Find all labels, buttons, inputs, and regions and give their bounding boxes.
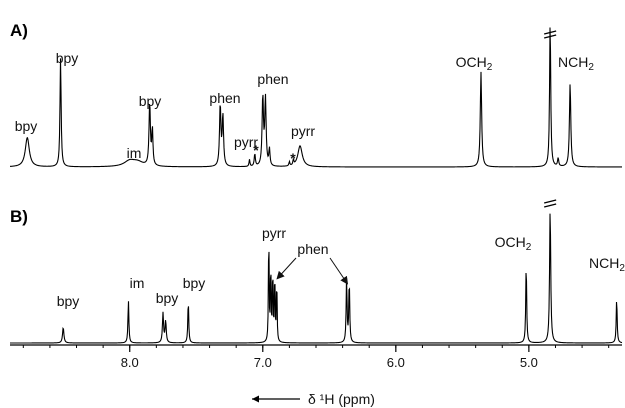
peak-annotation-1: bpy [56,50,79,66]
peak-annotation-0: bpy [57,293,80,309]
x-tick-label-2: 6.0 [387,355,405,370]
panel-label: A) [10,21,28,40]
truncation-mark [543,199,557,208]
panel-label: B) [10,207,28,226]
peak-annotation-5: pyrr [234,134,258,150]
peak-annotation-6: OCH2 [495,234,532,253]
peak-annotation-7: phen [257,71,288,87]
asterisk-marker-6: * [253,142,259,158]
x-axis: 8.0 7.0 6.0 5.0 [10,344,622,370]
truncation-mark [543,30,557,39]
x-axis-title: δ ¹H (ppm) [252,391,375,407]
x-tick-label-3: 5.0 [520,355,538,370]
peak-annotation-1: im [130,275,145,291]
phen-arrow-1 [329,257,349,285]
peak-annotation-4: phen [209,90,240,106]
peak-annotation-3: bpy [183,275,206,291]
phen-arrow-0 [276,257,297,280]
peak-annotation-2: im [127,145,142,161]
peak-annotation-7: NCH2 [589,255,625,274]
peak-annotation-10: OCH2 [456,54,493,73]
peak-annotation-3: bpy [139,93,162,109]
peak-annotation-0: bpy [15,118,38,134]
peak-annotation-11: NCH2 [558,54,594,73]
asterisk-marker-8: * [290,150,296,166]
peak-annotation-2: bpy [156,290,179,306]
peak-annotation-4: pyrr [262,225,286,241]
peak-annotation-9: pyrr [291,123,315,139]
axis-direction-arrowhead [252,395,259,403]
spectrum-trace [10,213,623,344]
spectrum-trace [9,27,622,168]
x-axis-label: δ ¹H (ppm) [308,391,375,407]
x-tick-label-0: 8.0 [121,355,139,370]
peak-annotation-5: phen [297,241,328,257]
x-tick-label-1: 7.0 [254,355,272,370]
